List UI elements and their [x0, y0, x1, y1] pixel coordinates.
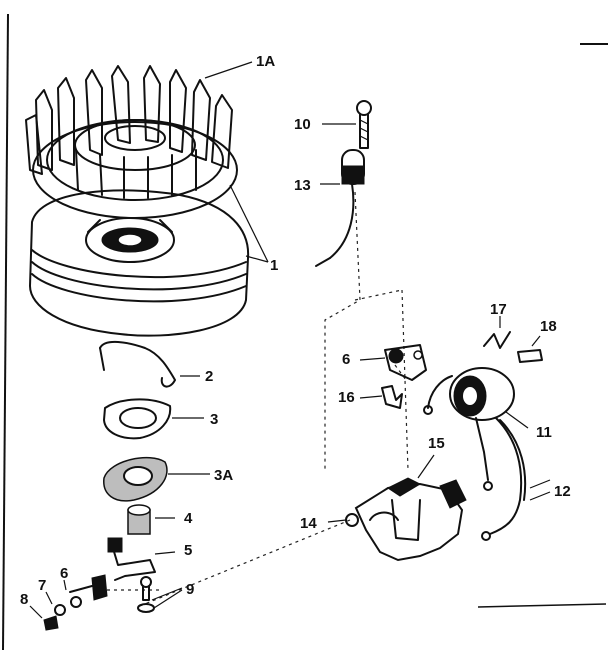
label-6: 6 [60, 565, 68, 582]
flywheel-body [29, 189, 250, 337]
label-11: 11 [536, 424, 552, 441]
label-7: 7 [38, 577, 46, 594]
label-8: 8 [20, 591, 28, 608]
label-13: 13 [294, 177, 311, 194]
bushing-4 [127, 504, 175, 535]
insulator-3a [103, 456, 210, 502]
frame-lines [2, 13, 608, 651]
label-14: 14 [300, 515, 317, 532]
stator-14-15 [327, 454, 467, 562]
label-1a: 1A [256, 53, 275, 70]
lever-5 [107, 537, 176, 581]
plate-3 [103, 398, 204, 440]
spring-17 [483, 316, 511, 349]
wire-13 [315, 149, 365, 267]
fan-1a [25, 65, 238, 219]
screw-9 [137, 576, 183, 613]
label-3a: 3A [214, 467, 233, 484]
label-4: 4 [184, 510, 193, 527]
hardware-6-7-8 [29, 574, 108, 631]
label-9: 9 [186, 581, 194, 598]
bracket-6 [359, 344, 427, 381]
label-15: 15 [428, 435, 445, 452]
label-17: 17 [490, 301, 507, 318]
label-1: 1 [270, 257, 278, 274]
callout-labels: 1A 1 2 3 3A 4 5 6 7 8 9 10 11 12 13 14 1… [20, 53, 571, 608]
label-12: 12 [554, 483, 571, 500]
clip-16 [359, 385, 403, 409]
label-6-bracket: 6 [342, 351, 350, 368]
condenser-11 [423, 367, 529, 491]
label-3: 3 [210, 411, 218, 428]
clip-2 [99, 341, 200, 388]
wires-12 [481, 417, 551, 541]
screw-10 [322, 100, 372, 149]
label-2: 2 [205, 368, 213, 385]
label-5: 5 [184, 542, 192, 559]
leader-lines-top [204, 61, 269, 263]
label-16: 16 [338, 389, 355, 406]
label-10: 10 [294, 116, 311, 133]
label-18: 18 [540, 318, 557, 335]
clip-18 [517, 335, 543, 363]
